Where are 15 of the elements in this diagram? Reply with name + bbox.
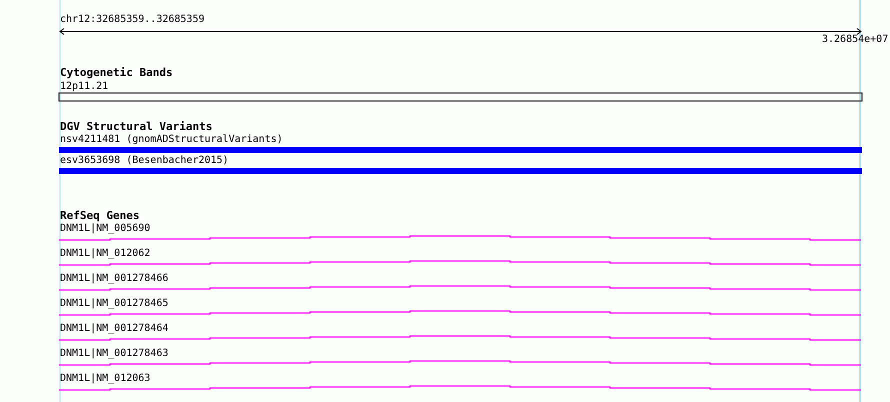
variant-name: esv3653698 (Besenbacher2015) (60, 155, 229, 167)
variant-name: nsv4211481 (gnomADStructuralVariants) (60, 134, 283, 146)
gene-name: DNM1L|NM_001278463 (60, 348, 168, 360)
band-name: 12p11.21 (60, 81, 108, 93)
gene-name: DNM1L|NM_012062 (60, 248, 150, 260)
gene-name: DNM1L|NM_005690 (60, 223, 150, 235)
gene-name: DNM1L|NM_001278465 (60, 298, 168, 310)
gene-name: DNM1L|NM_001278464 (60, 323, 168, 335)
track-title: DGV Structural Variants (60, 121, 212, 133)
track-title: Cytogenetic Bands (60, 67, 173, 79)
gene-name: DNM1L|NM_012063 (60, 373, 150, 385)
axis-tick-label: 3.26854e+07 (822, 34, 888, 46)
coordinate-range: chr12:32685359..32685359 (60, 14, 204, 26)
track-title: RefSeq Genes (60, 210, 140, 222)
gene-name: DNM1L|NM_001278466 (60, 273, 168, 285)
